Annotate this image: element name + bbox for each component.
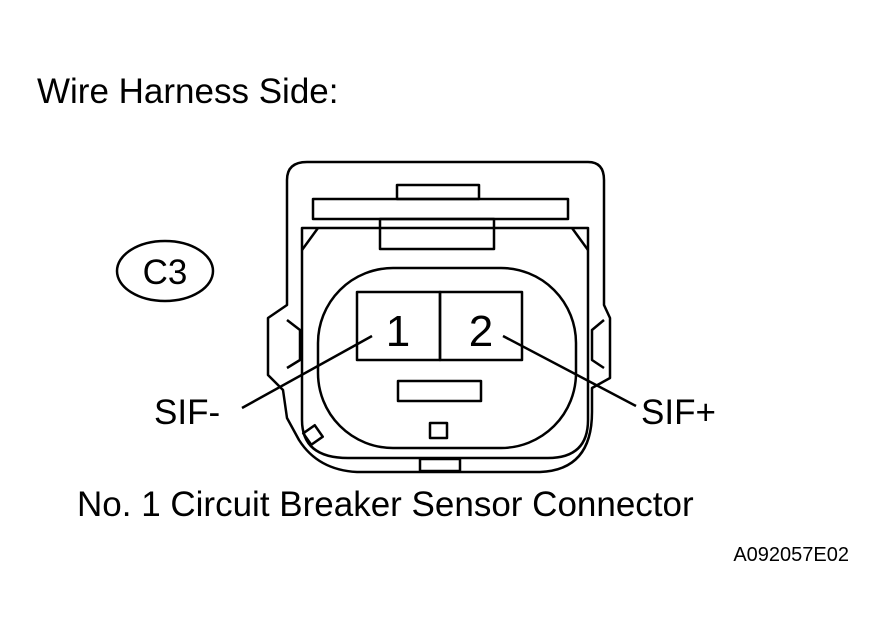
pin-number-1: 1 <box>386 307 410 356</box>
key-slot <box>396 379 483 403</box>
pin-number-2: 2 <box>469 307 493 356</box>
bottom-tab <box>418 457 462 473</box>
connector-id: C3 <box>143 253 188 292</box>
figure-code: A092057E02 <box>733 544 849 566</box>
side-latch-left <box>286 319 302 370</box>
lock-tab-lower <box>378 217 496 251</box>
leader-line-sif-minus <box>241 334 373 410</box>
connector-caption: No. 1 Circuit Breaker Sensor Connector <box>77 485 694 524</box>
connector-id-badge <box>115 239 215 303</box>
corner-chamfer-left <box>300 227 320 251</box>
wire-label-sif-minus: SIF- <box>154 393 220 432</box>
wire-label-sif-plus: SIF+ <box>641 393 716 432</box>
lock-tab-top <box>395 183 481 201</box>
page-title: Wire Harness Side: <box>37 72 339 111</box>
side-latch-right <box>590 319 605 370</box>
pin-cell-2 <box>438 290 524 362</box>
connector-housing <box>266 160 612 474</box>
key-notch <box>428 421 449 440</box>
pin-area <box>316 266 578 450</box>
guide-marker <box>302 424 324 446</box>
leader-line-sif-plus <box>502 334 637 408</box>
locking-lever <box>311 197 570 221</box>
corner-chamfer-right <box>570 227 590 251</box>
